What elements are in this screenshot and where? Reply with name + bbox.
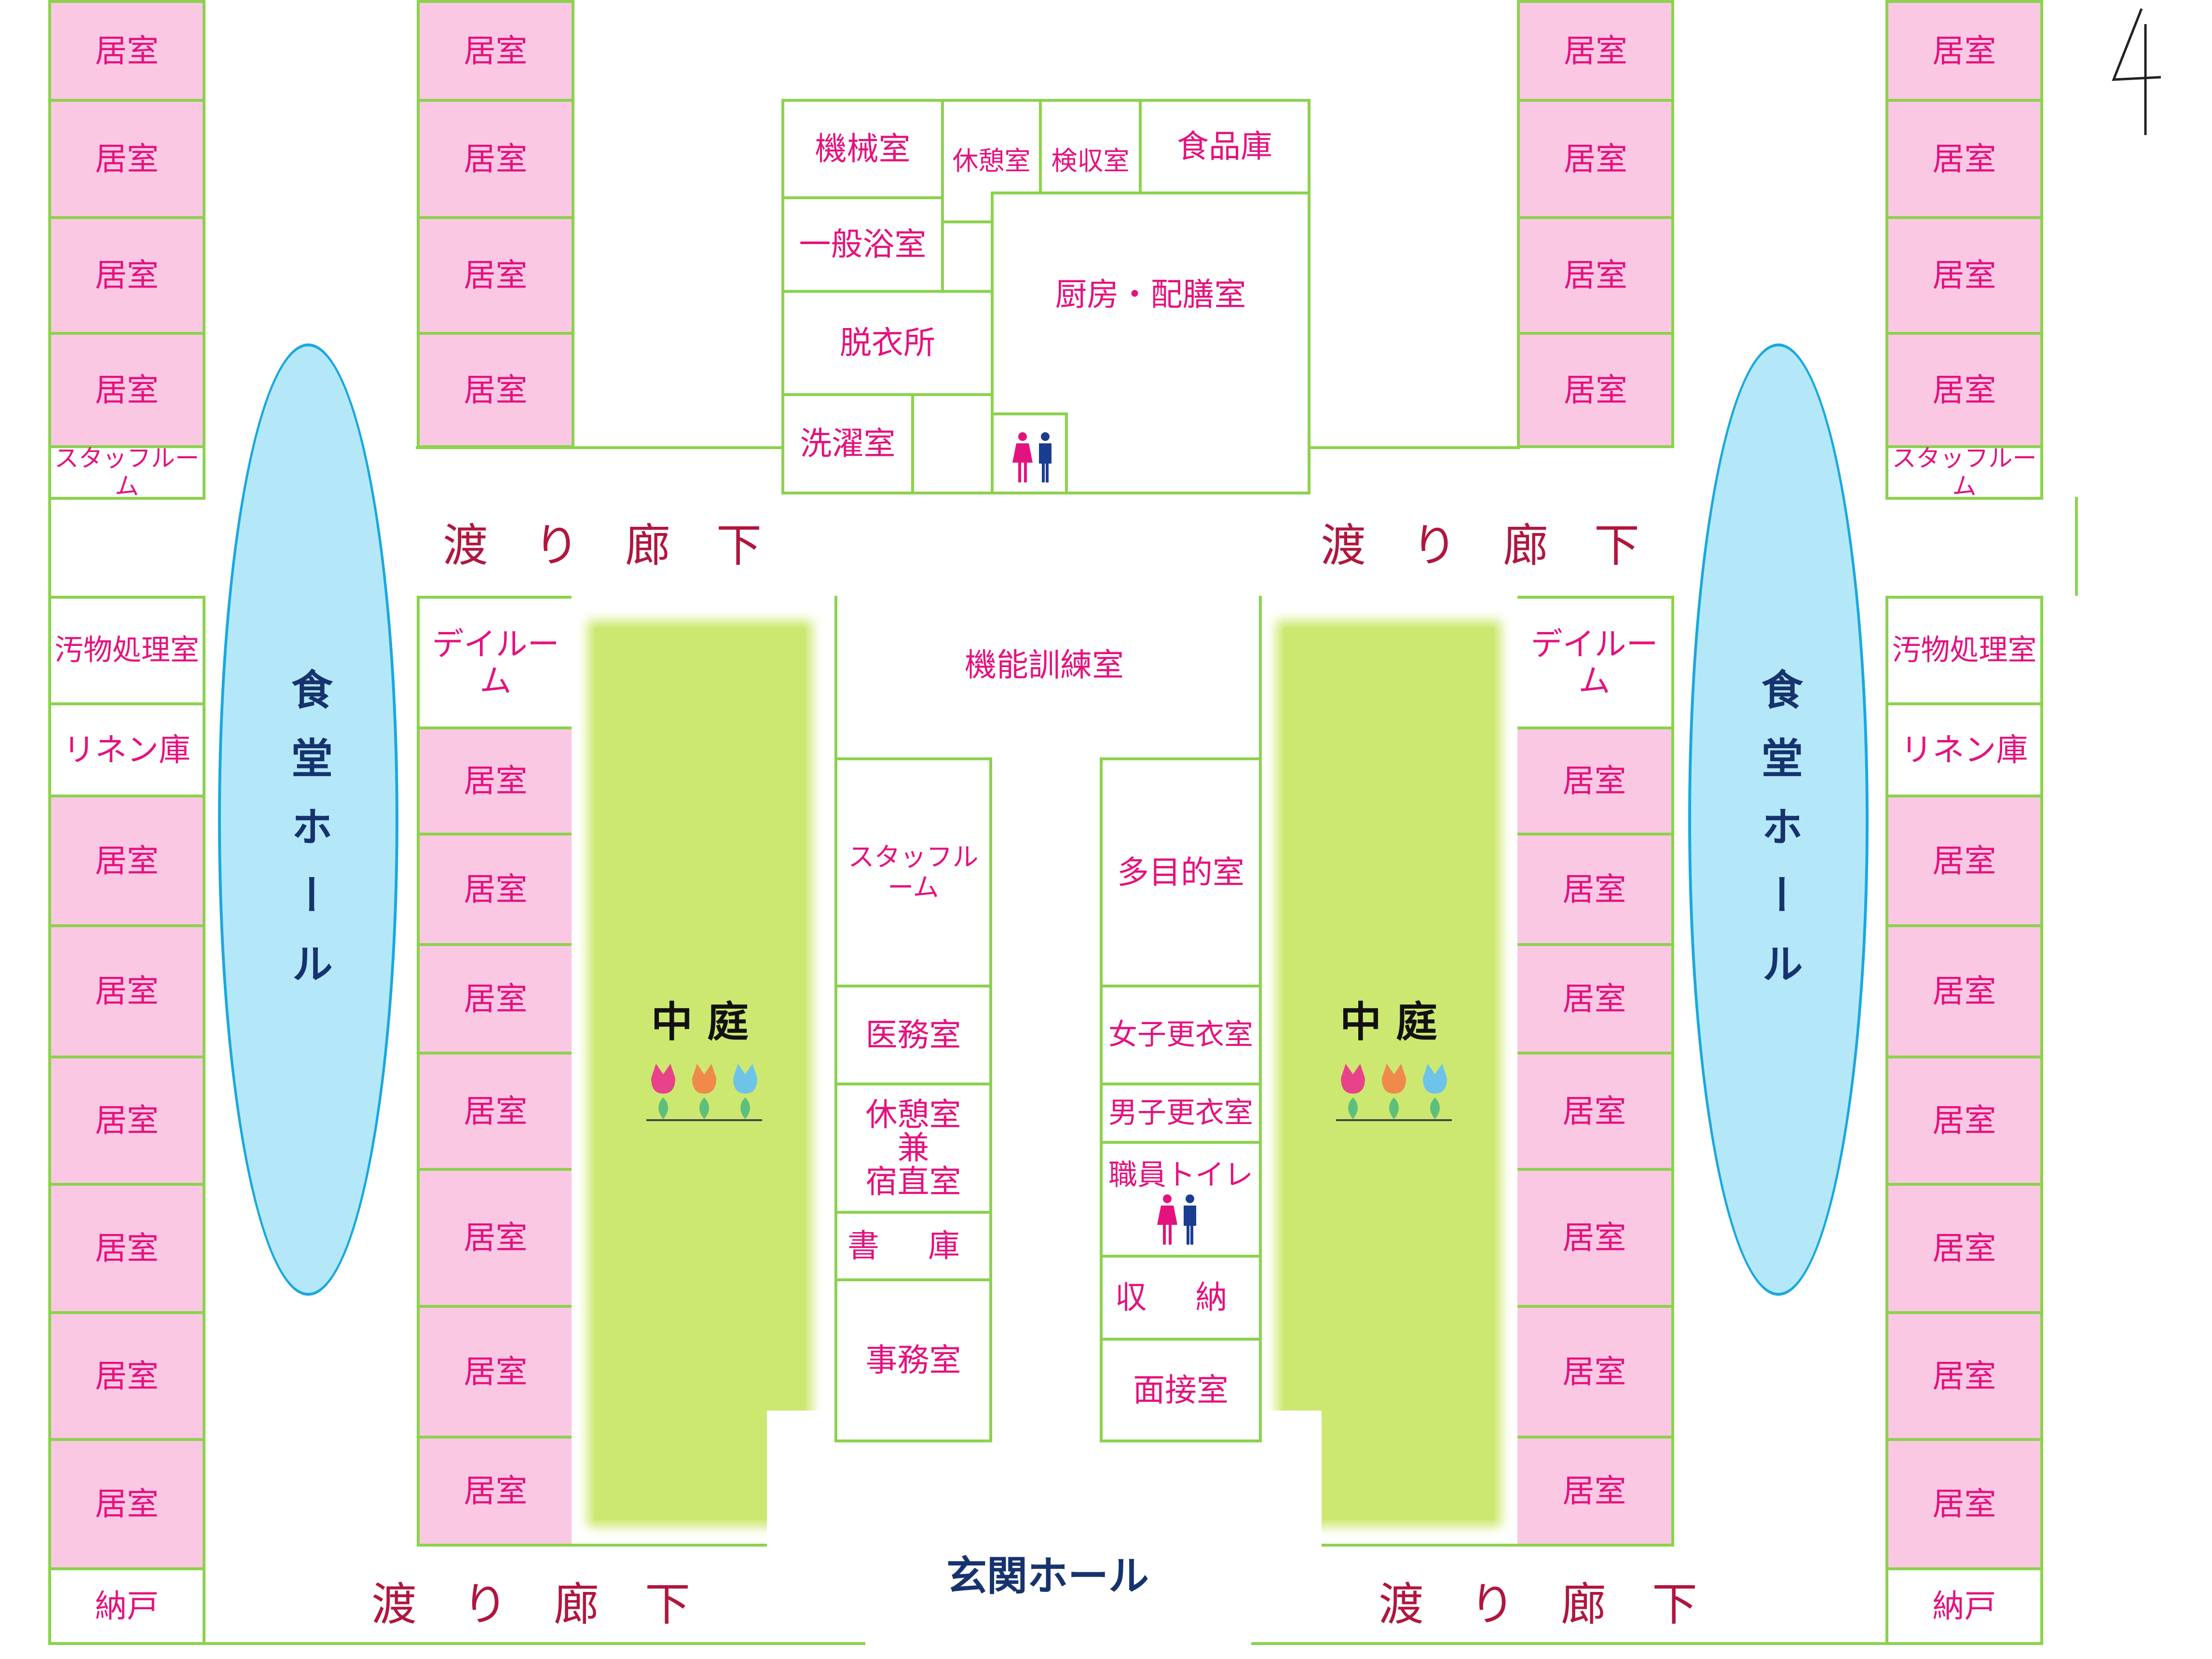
- corridor-label-top-right: 渡り廊下: [1321, 520, 1686, 572]
- rest-night-duty-room: 休憩室 兼 宿直室: [834, 1083, 992, 1214]
- staff-toilet: 職員トイレ: [1100, 1141, 1262, 1258]
- garden-notch-right: [1259, 1411, 1322, 1547]
- soiled-room-left: 汚物処理室: [48, 596, 205, 705]
- room-r9: 居室: [1885, 1311, 2043, 1441]
- floor-number-drawing: [2108, 5, 2166, 140]
- courtyard-left-label: 中 庭: [651, 998, 749, 1046]
- room-lb3: 居室: [417, 943, 574, 1055]
- room-l4: 居室: [48, 332, 205, 448]
- dining-hall-right-label: 食堂ホール: [1754, 668, 1802, 1011]
- dining-hall-left: [218, 343, 398, 1296]
- multipurpose-room: 多目的室: [1100, 757, 1262, 987]
- wall-bottom-left: [205, 1642, 865, 1645]
- dining-hall-right: [1688, 343, 1869, 1296]
- garden-notch-left: [767, 1411, 837, 1547]
- laundry-annex: [911, 393, 994, 494]
- tulip-icon: [644, 1064, 765, 1123]
- rehabilitation-room-label: 機能訓練室: [965, 646, 1124, 684]
- room-r4: 居室: [1885, 332, 2043, 448]
- room-li1: 居室: [417, 0, 574, 102]
- room-r6: 居室: [1885, 924, 2043, 1058]
- restroom-icon: [1010, 432, 1059, 485]
- room-ri2: 居室: [1517, 99, 1674, 219]
- room-li3: 居室: [417, 216, 574, 335]
- room-rb5: 居室: [1515, 1168, 1674, 1308]
- laundry-room: 洗濯室: [781, 393, 914, 494]
- corridor-label-bottom-left: 渡り廊下: [371, 1578, 737, 1631]
- room-r3: 居室: [1885, 216, 2043, 335]
- room-rb6: 居室: [1515, 1305, 1674, 1439]
- dining-hall-left-label: 食堂ホール: [284, 668, 332, 1011]
- wall-bottom-right: [1251, 1642, 1917, 1645]
- room-lb5: 居室: [417, 1168, 574, 1308]
- soiled-room-right: 汚物処理室: [1885, 596, 2043, 705]
- room-lb7: 居室: [417, 1436, 574, 1547]
- storage-left: 納戸: [48, 1567, 205, 1645]
- storage-right: 納戸: [1885, 1567, 2043, 1645]
- room-rb7: 居室: [1515, 1436, 1674, 1547]
- machine-room: 機械室: [781, 99, 944, 199]
- corridor-label-top-left: 渡り廊下: [443, 520, 808, 572]
- room-rb1: 居室: [1515, 727, 1674, 836]
- restroom-icon: [1155, 1194, 1203, 1247]
- room-l1: 居室: [48, 0, 205, 102]
- day-room-right: デイルーム: [1515, 596, 1674, 729]
- room-lb6: 居室: [417, 1305, 574, 1439]
- medical-office: 医務室: [834, 985, 992, 1085]
- room-l2: 居室: [48, 99, 205, 219]
- office: 事務室: [834, 1278, 992, 1442]
- dressing-room: 脱衣所: [781, 290, 994, 396]
- general-bath: 一般浴室: [781, 196, 944, 293]
- room-r5: 居室: [1885, 795, 2043, 927]
- linen-room-right: リネン庫: [1885, 702, 2043, 797]
- room-lb1: 居室: [417, 727, 574, 836]
- entrance-hall-label: 玄関ホール: [946, 1552, 1149, 1600]
- linen-room-left: リネン庫: [48, 702, 205, 797]
- library: 書 庫: [834, 1211, 992, 1281]
- room-r7: 居室: [1885, 1056, 2043, 1186]
- pantry: 食品庫: [1139, 99, 1311, 194]
- corridor-label-bottom-right: 渡り廊下: [1379, 1578, 1744, 1631]
- room-rb2: 居室: [1515, 833, 1674, 946]
- women-locker-room: 女子更衣室: [1100, 985, 1262, 1085]
- room-l3: 居室: [48, 216, 205, 335]
- staff-room-right: スタッフルーム: [1885, 444, 2043, 500]
- day-room-left: デイルーム: [417, 596, 574, 729]
- room-l5: 居室: [48, 795, 205, 927]
- room-l10: 居室: [48, 1438, 205, 1570]
- room-rb4: 居室: [1515, 1052, 1674, 1171]
- tulip-icon: [1334, 1064, 1454, 1123]
- room-li4: 居室: [417, 332, 574, 448]
- staff-room-center: スタッフルーム: [834, 757, 992, 987]
- room-l9: 居室: [48, 1311, 205, 1441]
- room-lb2: 居室: [417, 833, 574, 946]
- interview-room: 面接室: [1100, 1338, 1262, 1442]
- room-r10: 居室: [1885, 1438, 2043, 1570]
- room-ri3: 居室: [1517, 216, 1674, 335]
- wall-left-top: [48, 497, 51, 596]
- room-l6: 居室: [48, 924, 205, 1058]
- wall-right-top: [2075, 497, 2078, 596]
- room-l8: 居室: [48, 1183, 205, 1314]
- men-locker-room: 男子更衣室: [1100, 1083, 1262, 1144]
- room-r8: 居室: [1885, 1183, 2043, 1314]
- room-rb3: 居室: [1515, 943, 1674, 1055]
- core-restroom: [991, 412, 1068, 494]
- room-l7: 居室: [48, 1056, 205, 1186]
- room-ri4: 居室: [1517, 332, 1674, 448]
- room-r1: 居室: [1885, 0, 2043, 102]
- room-ri1: 居室: [1517, 0, 1674, 102]
- room-li2: 居室: [417, 99, 574, 219]
- staff-room-left: スタッフルーム: [48, 444, 205, 500]
- room-r2: 居室: [1885, 99, 2043, 219]
- room-lb4: 居室: [417, 1052, 574, 1171]
- storage-center: 収 納: [1100, 1255, 1262, 1341]
- courtyard-right-label: 中 庭: [1340, 998, 1437, 1046]
